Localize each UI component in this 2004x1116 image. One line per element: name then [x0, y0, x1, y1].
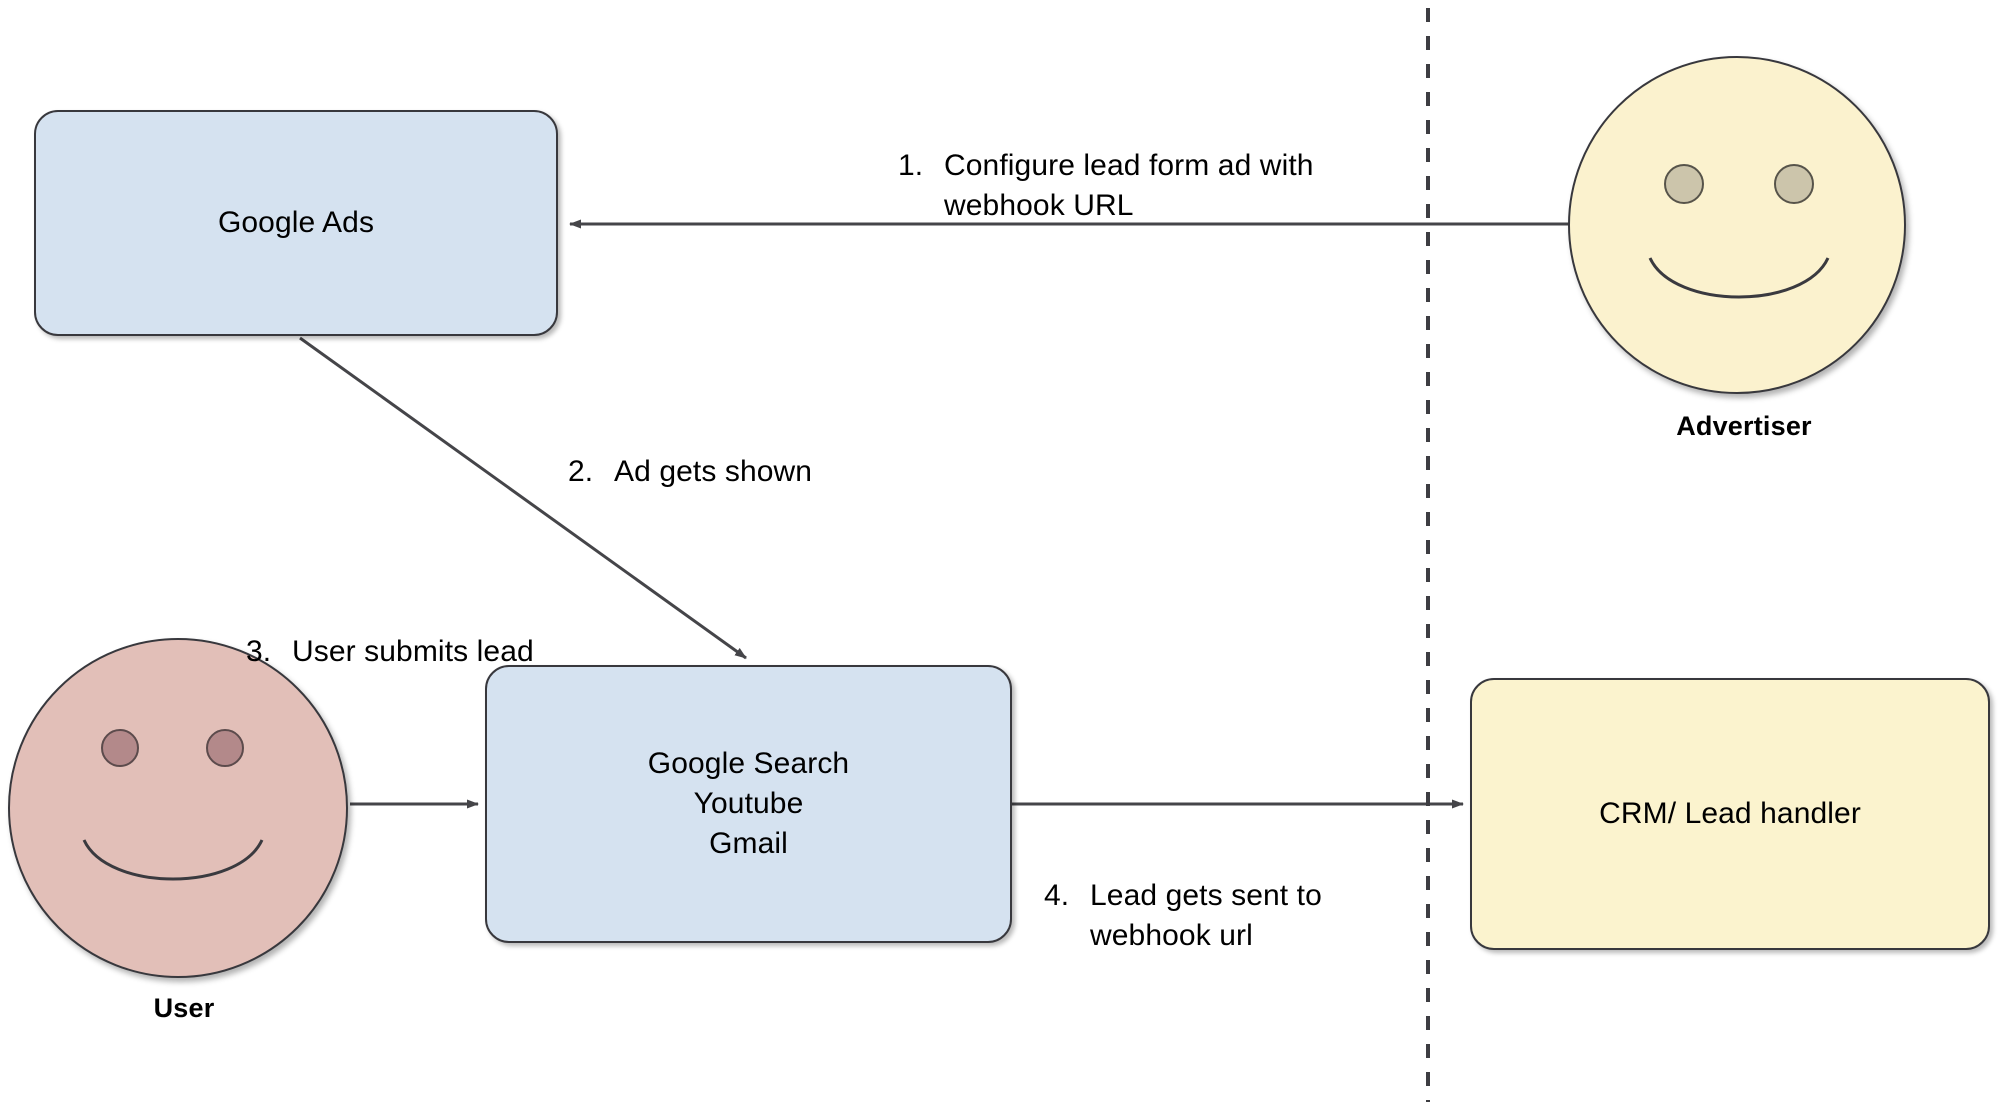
edge-text-2: Ad gets shown [614, 455, 813, 489]
user-left-eye [101, 729, 139, 767]
advertiser-right-eye [1774, 164, 1814, 204]
actor-user[interactable]: User [8, 638, 360, 1038]
actor-user-caption: User [153, 993, 215, 1023]
node-google-ads[interactable]: Google Ads [34, 110, 558, 336]
edge-label-user-submits-lead: 3. User submits lead [246, 592, 666, 672]
edge-label-lead-sent-to-webhook: 4. Lead gets sent to webhook url [1044, 836, 1424, 957]
edge-label-configure-lead-form: 1. Configure lead form ad with webhook UR… [898, 106, 1418, 227]
user-face [8, 638, 348, 978]
edge-number-1: 1. [898, 149, 924, 183]
advertiser-left-eye [1664, 164, 1704, 204]
node-crm-label: CRM/ Lead handler [1599, 797, 1861, 831]
node-google-ads-label: Google Ads [217, 206, 375, 240]
edge-label-ad-gets-shown: 2. Ad gets shown [568, 412, 988, 492]
edge-number-2: 2. [568, 455, 594, 489]
user-mouth [82, 839, 264, 881]
edge-number-4: 4. [1044, 879, 1070, 913]
actor-advertiser-caption: Advertiser [1676, 411, 1812, 441]
edge-text-4: Lead gets sent to webhook url [1090, 879, 1322, 953]
advertiser-mouth [1648, 257, 1830, 299]
edge-number-3: 3. [246, 635, 272, 669]
node-google-surfaces[interactable]: Google Search Youtube Gmail [485, 665, 1012, 943]
edge-text-3: User submits lead [292, 635, 534, 669]
node-crm[interactable]: CRM/ Lead handler [1470, 678, 1990, 950]
user-right-eye [206, 729, 244, 767]
edge-text-1: Configure lead form ad with webhook URL [944, 149, 1314, 223]
advertiser-face [1568, 56, 1906, 394]
actor-advertiser[interactable]: Advertiser [1568, 56, 1920, 448]
node-google-surfaces-label: Google Search Youtube Gmail [647, 747, 850, 860]
